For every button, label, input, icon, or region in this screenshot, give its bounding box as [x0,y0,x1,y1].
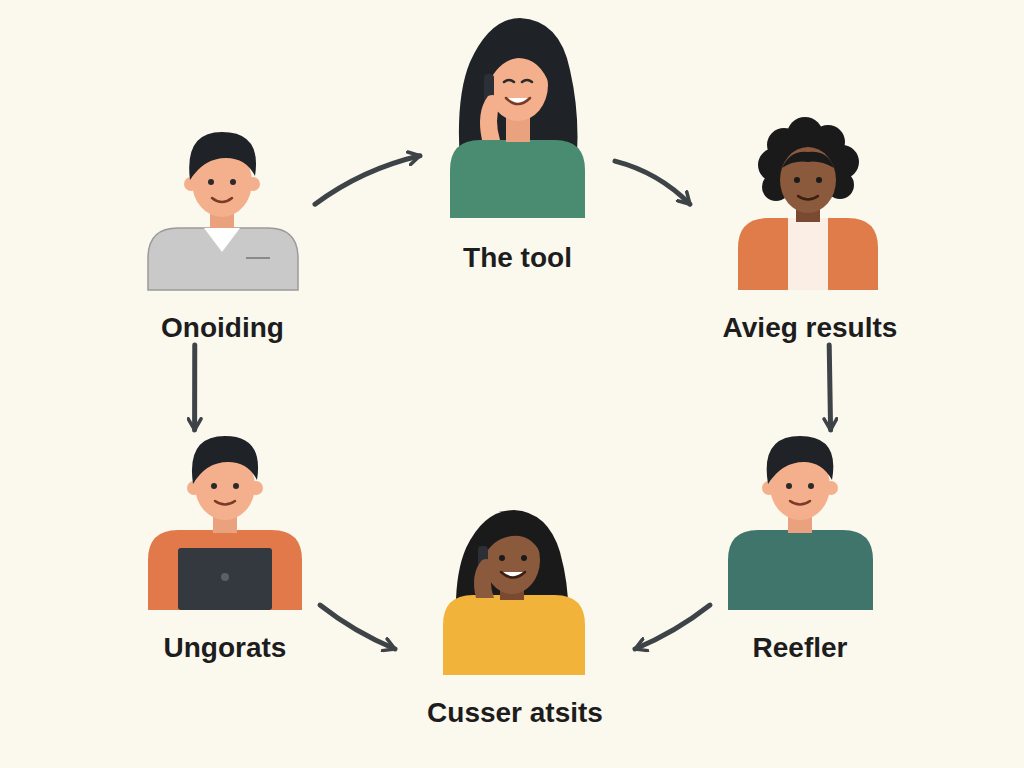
face [780,147,836,213]
collar [204,228,240,252]
shirt [148,228,298,290]
eyes [504,80,532,82]
smile [501,572,525,578]
step-label: Ungorats [160,631,291,665]
hair [189,132,256,180]
person-figure [148,436,302,610]
smile [215,501,235,505]
laptop [178,548,272,610]
flow-arrow [829,345,830,430]
person-figure [728,436,873,610]
eye [211,483,217,489]
flow-arrow [615,161,690,204]
hand [474,559,494,598]
flow-arrow [192,345,197,430]
eye [786,483,792,489]
flow-arrow [635,605,710,649]
smile [506,98,530,104]
smile [790,501,810,505]
shirt [728,530,873,610]
eye [499,555,505,561]
shirt [450,140,585,218]
hair-fringe [484,520,541,556]
person-figure [738,117,878,290]
eye [233,483,239,489]
person-figure [443,510,585,675]
jacket [738,218,878,290]
eye [521,555,527,561]
hand [480,95,500,140]
person-node: Cusser atsits [395,505,635,730]
step-label: Onoiding [157,311,288,345]
person-node: The tool [420,10,615,275]
eye [794,177,800,183]
eye [816,177,822,183]
hair [192,436,258,484]
person-figure [148,132,298,290]
person-node: Reefler [710,430,890,665]
person-node: Avieg results [690,125,930,345]
step-label: The tool [459,241,576,275]
person-node: Onoiding [130,125,315,345]
smile [798,196,818,200]
tshirt [788,218,828,290]
hair [767,436,834,484]
eye [208,179,214,185]
eye [808,483,814,489]
pocket [246,257,270,259]
person-node: Ungorats [130,430,320,665]
flow-arrow [315,156,420,204]
step-label: Avieg results [719,311,902,345]
step-label: Cusser atsits [423,696,607,730]
shirt [443,595,585,675]
hair-fringe [782,152,834,168]
hair-fringe [486,40,551,88]
shirt [148,530,302,610]
laptop-logo [221,573,229,581]
flow-arrow [320,605,395,649]
smile [212,198,232,202]
person-figure [450,18,585,218]
eye [230,179,236,185]
step-label: Reefler [749,631,852,665]
